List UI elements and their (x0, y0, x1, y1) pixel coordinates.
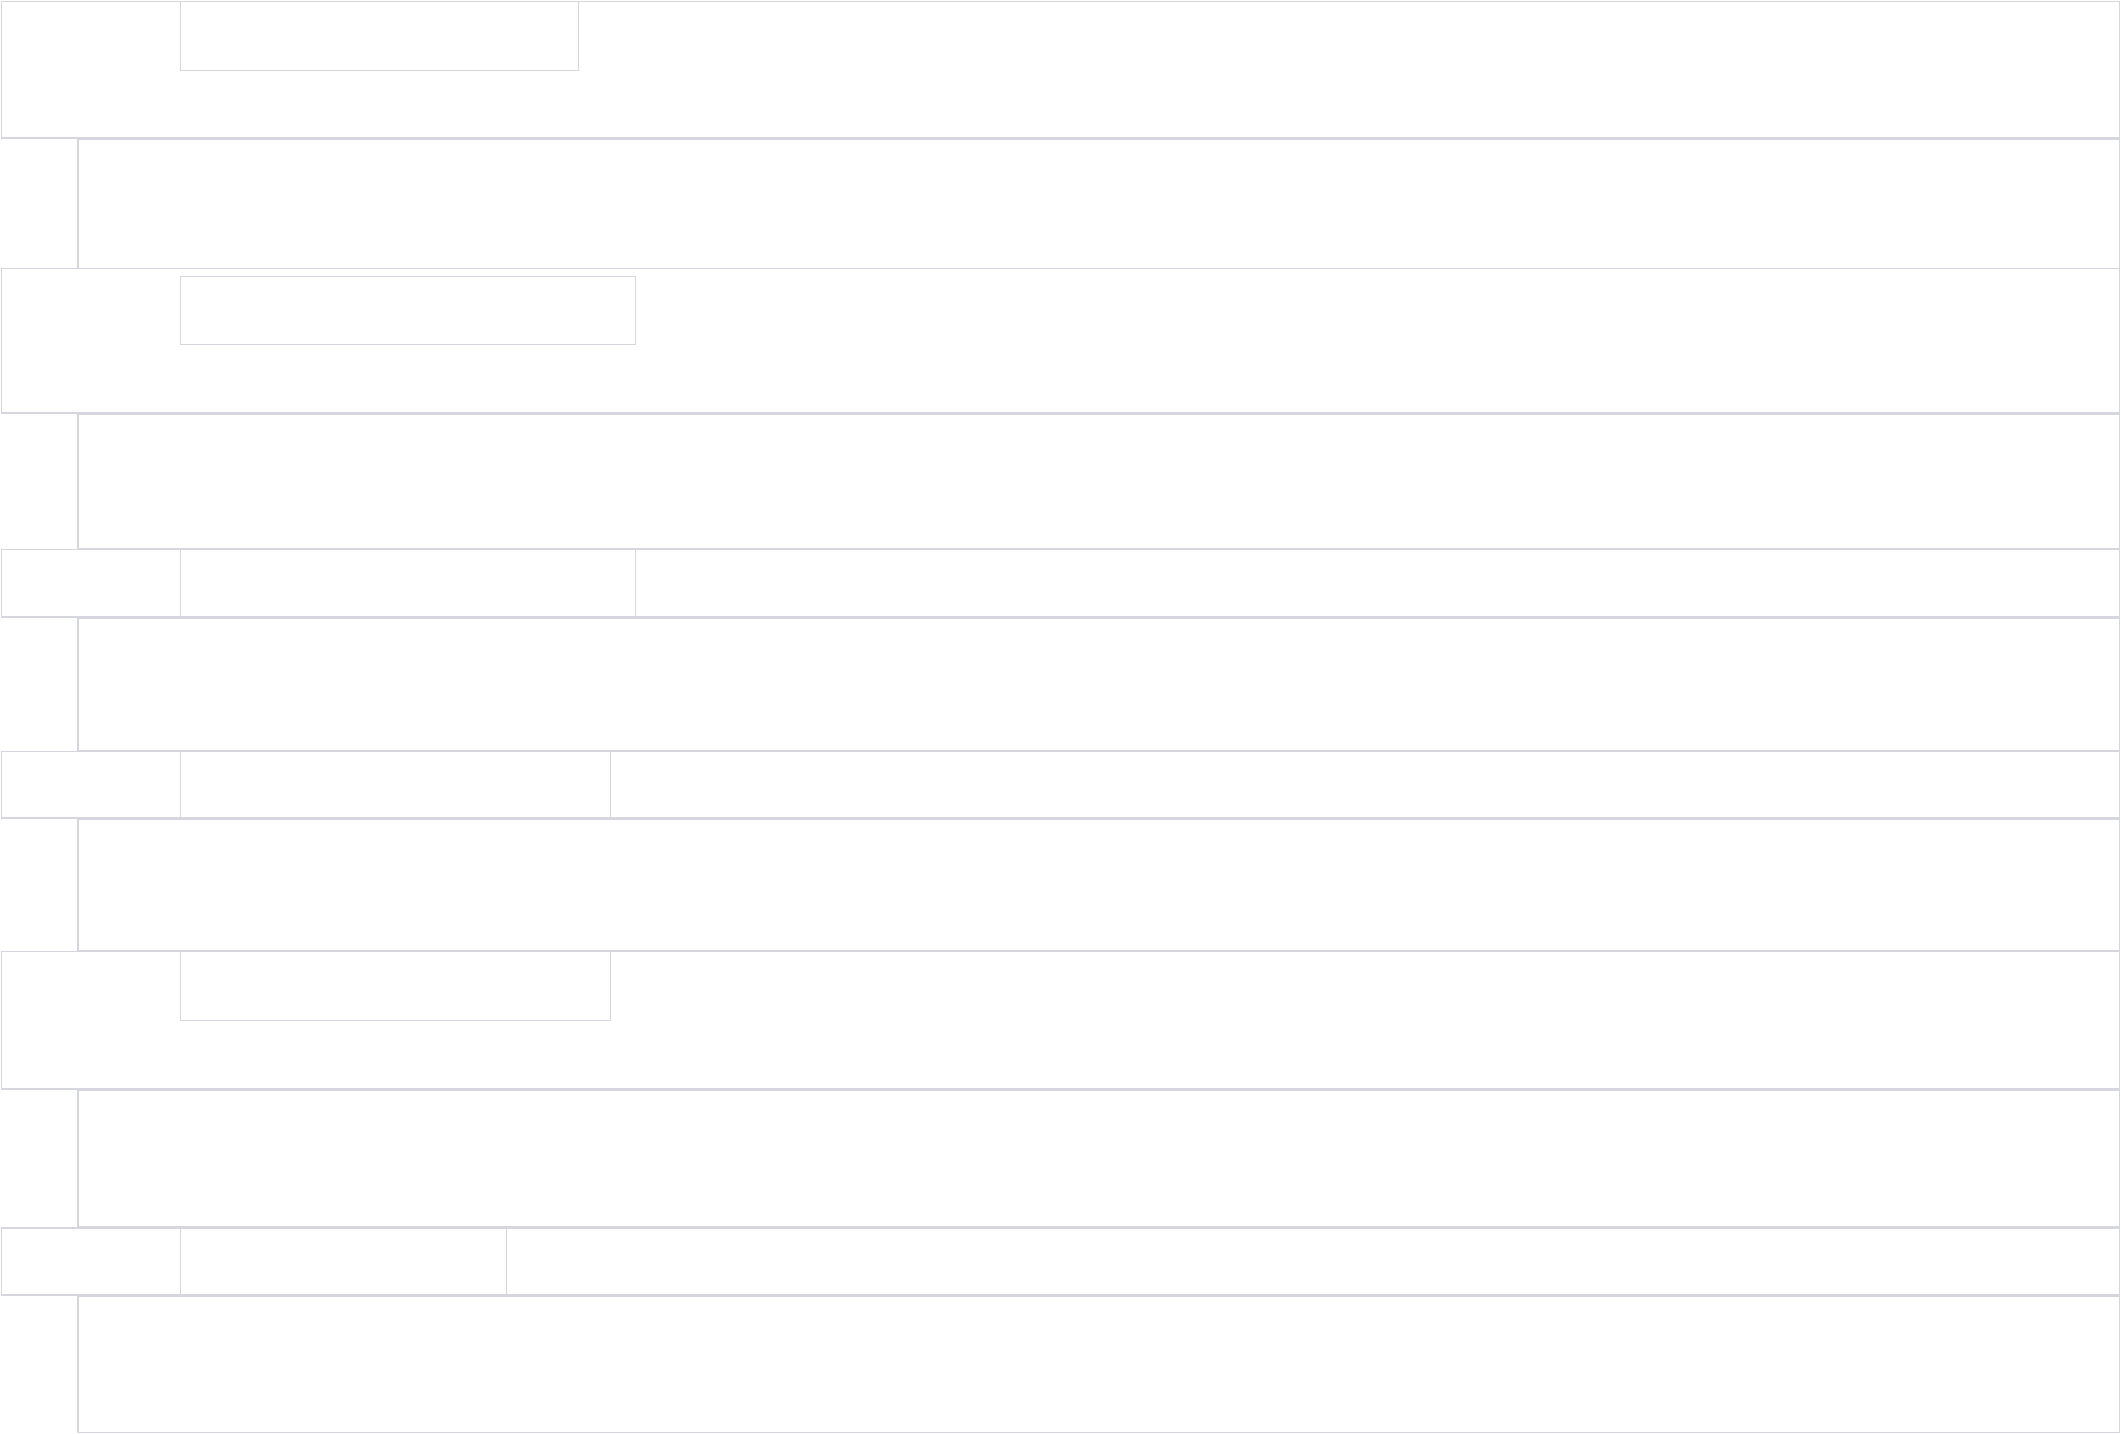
section-3-body (77, 618, 2120, 751)
section-1-header[interactable] (1, 1, 2120, 139)
section-3-divider (635, 550, 636, 616)
section-1-label-field[interactable] (180, 1, 579, 71)
section-4-body (77, 819, 2120, 951)
section-1-body (77, 139, 2120, 276)
section-5-label-field[interactable] (180, 951, 611, 1021)
section-3-divider (180, 550, 181, 616)
section-2-label-field[interactable] (180, 276, 636, 345)
section-3-header[interactable] (1, 549, 2120, 618)
section-2-body (77, 414, 2120, 549)
section-4-header[interactable] (1, 751, 2120, 819)
section-5-body (77, 1090, 2120, 1227)
section-6-header[interactable] (1, 1227, 2120, 1298)
section-2-header[interactable] (1, 268, 2120, 414)
section-6-body (77, 1296, 2120, 1433)
section-5-header[interactable] (1, 951, 2120, 1090)
section-4-divider (610, 752, 611, 817)
section-6-label-field[interactable] (180, 1228, 507, 1298)
section-4-divider (180, 752, 181, 817)
